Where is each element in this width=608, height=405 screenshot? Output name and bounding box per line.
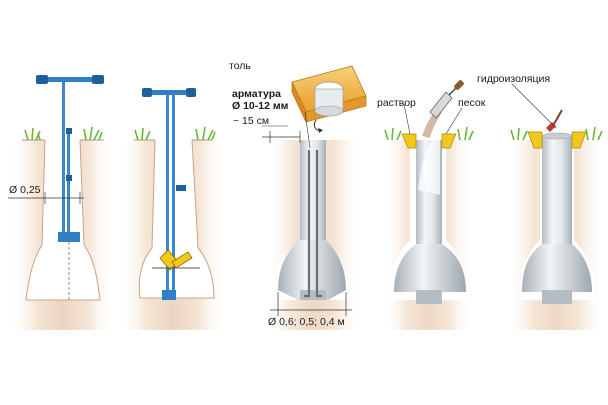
pile-footing	[278, 240, 346, 300]
stage-1-drilling	[8, 75, 115, 330]
sand-label: песок	[458, 97, 486, 109]
mortar-collar	[527, 131, 543, 149]
roofing-label: толь	[229, 60, 251, 72]
brush-icon	[546, 109, 563, 132]
pile-shaft	[300, 140, 326, 245]
grass-icon	[134, 126, 216, 141]
mortar-collar	[401, 133, 417, 149]
grass-icon	[384, 126, 474, 141]
stage-4-mortar	[384, 80, 474, 330]
trowel-icon	[429, 80, 464, 119]
stage-3-rebar-pile	[262, 65, 367, 330]
auger-icon	[142, 88, 200, 300]
soil-icon	[10, 140, 115, 330]
diameter-top-label: Ø 0,25	[9, 184, 41, 196]
diameter-bottom-label: Ø 0,6; 0,5; 0,4 м	[268, 316, 345, 328]
waterproofing-label: гидроизоляция	[477, 73, 551, 85]
rebar-icon	[304, 150, 322, 298]
auger-icon	[36, 75, 104, 300]
stage-5-waterproofing	[508, 83, 604, 330]
offset-label: ~ 15 см	[233, 115, 270, 127]
roofing-form-icon	[291, 65, 367, 123]
stage-2-widening	[120, 88, 226, 330]
rebar-diameter-label: Ø 10-12 мм	[232, 100, 289, 112]
rebar-label: арматура	[232, 88, 281, 100]
grass-icon	[24, 126, 103, 141]
grass-icon	[510, 126, 603, 141]
mortar-label: раствор	[377, 97, 416, 109]
